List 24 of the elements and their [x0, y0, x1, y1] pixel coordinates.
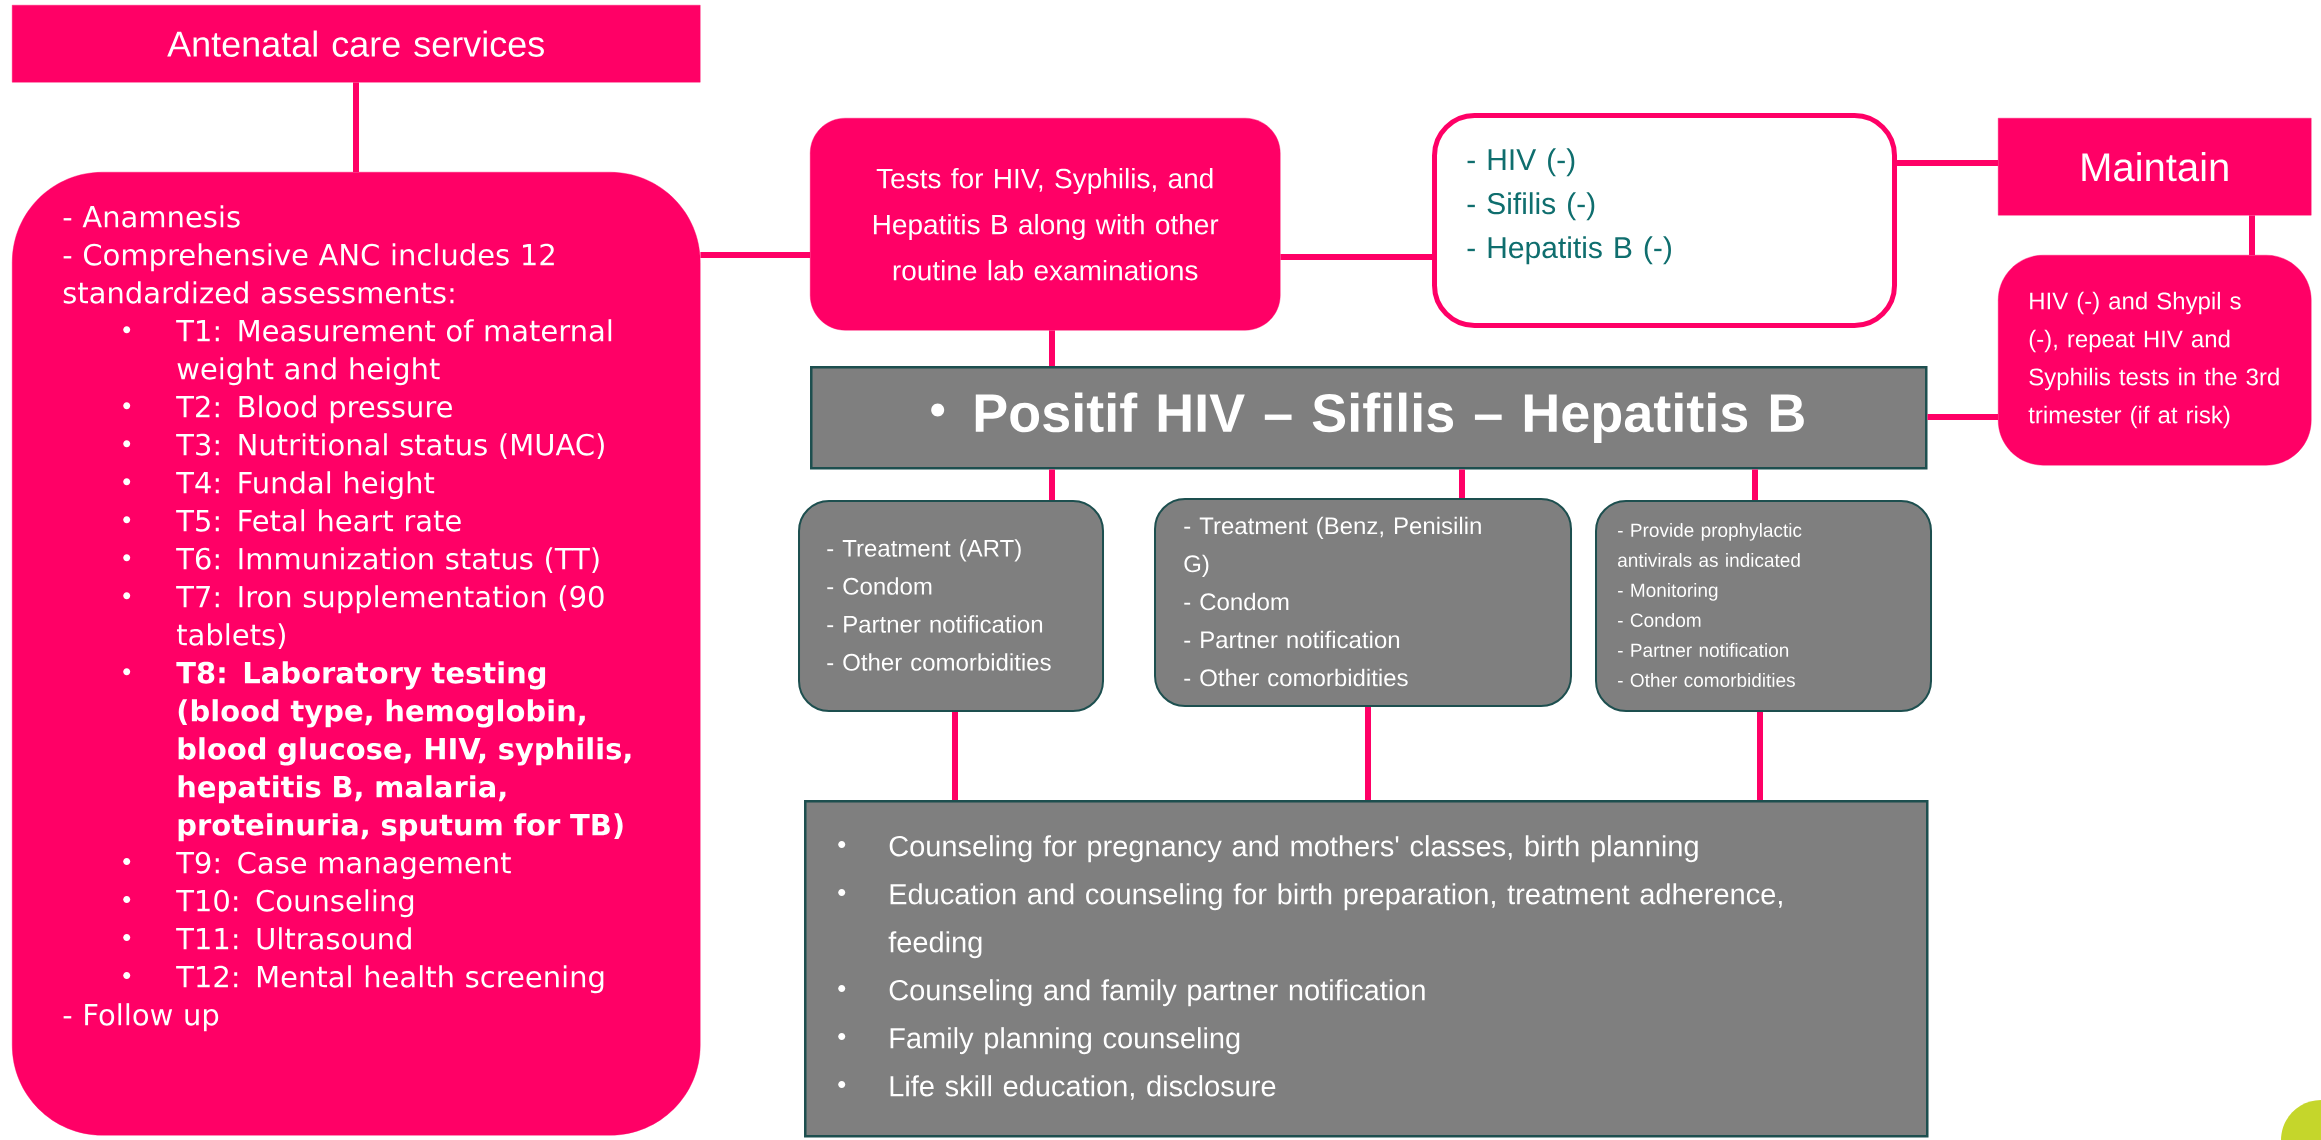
result-bar: Positif HIV – Sifilis – Hepatitis B	[810, 366, 1928, 470]
counseling-box: Counseling for pregnancy and mothers' classes, birth planning Education and counseling for birth preparation, treatment adherence, feeding Counseling and family partner notification Family planning counseling Life skill education, disclosure	[804, 800, 1929, 1138]
connector-line	[1752, 469, 1758, 500]
connector-line	[1365, 707, 1371, 800]
connector-line	[2249, 215, 2255, 255]
note-box: HIV (-) and Shypil s (-), repeat HIV and Syphilis tests in the 3rd trimester (if at risk)	[1998, 255, 2312, 466]
maintain-box: Maintain	[1998, 118, 2312, 216]
connector-line	[700, 252, 810, 258]
connector-line	[1459, 469, 1465, 498]
treatment-box: - Provide prophylactic antivirals as indicated - Monitoring - Condom - Partner notification - Other comorbidities	[1595, 500, 1932, 712]
connector-line	[1757, 712, 1763, 800]
connector-line	[353, 82, 359, 172]
treatment-box: - Treatment (Benz, Penisilin G) - Condom - Partner notification - Other comorbidities	[1154, 498, 1572, 707]
connector-line	[952, 712, 958, 800]
connector-line	[1927, 414, 1998, 420]
header-box: Antenatal care services	[12, 5, 701, 83]
connector-line	[1049, 330, 1055, 366]
test-box: Tests for HIV, Syphilis, and Hepatitis B along with other routine lab examinations	[810, 118, 1281, 331]
assessment-list-box: - Anamnesis - Comprehensive ANC includes 12 standardized assessments: T1: Measurement of maternal weight and height T2: Blood pressure T3: Nutritional status (MUAC) T4: Fundal height T5: Fetal heart rate T6: Immunization status (TT) T7: Iron supplementation (90 tablets) T8: Laboratory testing (blood type, hemoglobin, blood glucose, HIV, syphilis, hepatitis B, malaria, proteinuria, sputum for TB) T9: Case management T10: Counseling T11: Ultrasound T12: Mental health screening - Follow up	[12, 172, 701, 1136]
connector-line	[1049, 469, 1055, 500]
connector-line	[1280, 254, 1432, 260]
treatment-box: - Treatment (ART) - Condom - Partner notification - Other comorbidities	[798, 500, 1104, 712]
connector-line	[1897, 160, 1998, 166]
result-box: - HIV (-) - Sifilis (-) - Hepatitis B (-)	[1432, 113, 1897, 328]
